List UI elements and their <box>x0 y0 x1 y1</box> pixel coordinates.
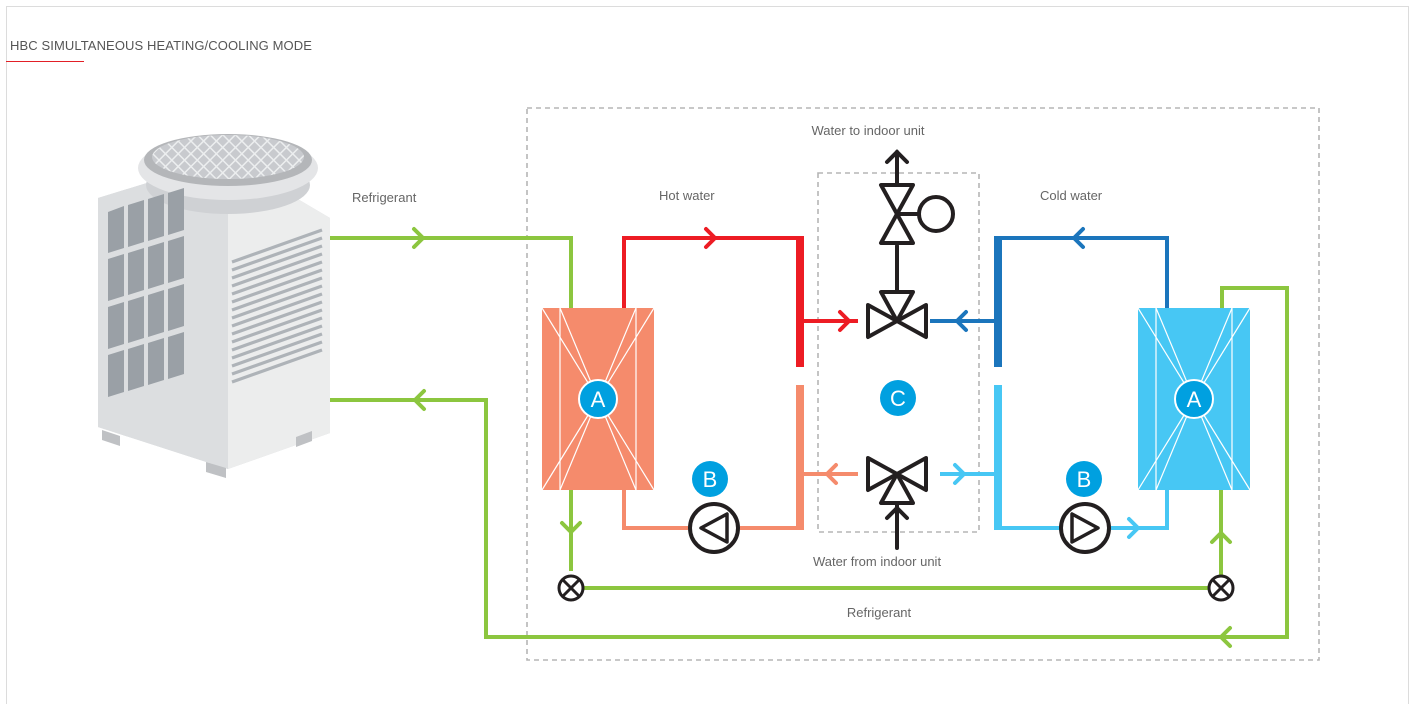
hbc-controller-boundary <box>526 107 1320 661</box>
badge-b-left: B <box>692 461 728 497</box>
svg-text:B: B <box>703 467 718 492</box>
label-hot-water: Hot water <box>659 188 715 203</box>
svg-text:B: B <box>1077 467 1092 492</box>
cold-water-arrows <box>953 227 1141 539</box>
expansion-valve-icon-right <box>1207 574 1235 602</box>
label-refrigerant-top: Refrigerant <box>352 190 417 205</box>
diagram-frame <box>6 6 1409 704</box>
badge-c: C <box>880 380 916 416</box>
refrigerant-lines <box>330 236 1289 639</box>
hot-water-lines <box>622 236 858 530</box>
three-way-valve-icon-bottom <box>866 456 928 505</box>
badge-b-right: B <box>1066 461 1102 497</box>
svg-text:C: C <box>890 386 906 411</box>
expansion-valve-icon-left <box>557 574 585 602</box>
three-way-valve-icon-top <box>866 290 928 339</box>
svg-text:A: A <box>591 387 606 412</box>
label-water-from-indoor: Water from indoor unit <box>813 554 942 569</box>
pump-icon-right <box>1059 502 1111 554</box>
outdoor-unit-icon <box>98 134 330 478</box>
label-water-to-indoor: Water to indoor unit <box>812 123 925 138</box>
hot-water-arrows <box>704 227 852 485</box>
cold-water-lines <box>930 236 1169 530</box>
label-refrigerant-bottom: Refrigerant <box>847 605 912 620</box>
page-title: HBC SIMULTANEOUS HEATING/COOLING MODE <box>10 38 313 53</box>
label-cold-water: Cold water <box>1040 188 1103 203</box>
svg-text:A: A <box>1187 387 1202 412</box>
badge-a-left: A <box>578 379 618 419</box>
refrigerant-arrows <box>412 227 1232 648</box>
badge-a-right: A <box>1174 379 1214 419</box>
pump-icon-left <box>688 502 740 554</box>
flow-control-valve-icon <box>879 183 955 245</box>
title-underline <box>6 61 84 62</box>
